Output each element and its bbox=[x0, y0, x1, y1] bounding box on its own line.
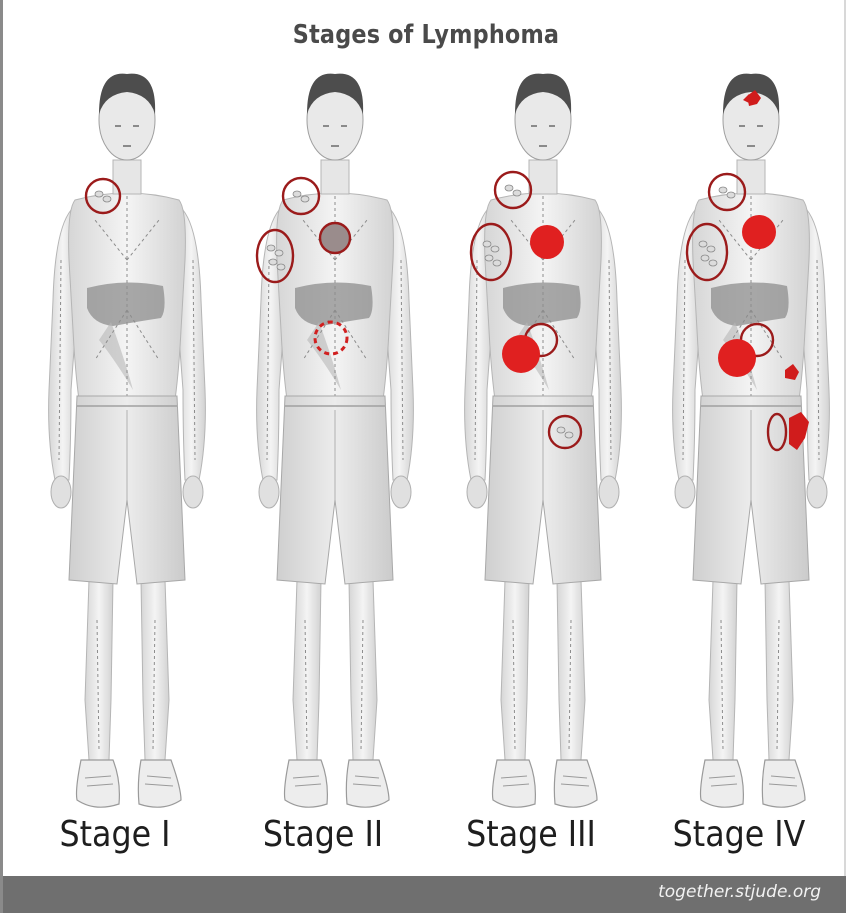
stage-2-figure bbox=[223, 60, 423, 820]
stage-1-label: Stage I bbox=[27, 814, 203, 855]
footer-bar: together.stjude.org bbox=[3, 876, 846, 913]
stage-3-abdomen-marker bbox=[502, 335, 540, 373]
stage-4-chest-marker bbox=[742, 215, 776, 249]
stage-4-figure bbox=[639, 60, 839, 820]
stage-4-label: Stage IV bbox=[651, 814, 827, 855]
stage-4-abdomen-marker bbox=[718, 339, 756, 377]
source-site: together.stjude.org bbox=[658, 882, 821, 902]
stage-2-chest-marker bbox=[320, 223, 350, 253]
stage-2-label: Stage II bbox=[235, 814, 411, 855]
stage-4-bone-marker bbox=[789, 412, 809, 450]
diagram-title: Stages of Lymphoma bbox=[62, 20, 790, 50]
stage-3-figure bbox=[431, 60, 631, 820]
stage-3-label: Stage III bbox=[443, 814, 619, 855]
stage-1-figure bbox=[15, 60, 215, 820]
stage-3-chest-marker bbox=[530, 225, 564, 259]
